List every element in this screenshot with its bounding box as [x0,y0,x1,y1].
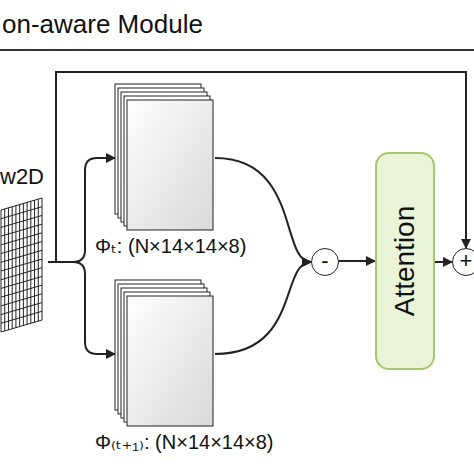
grid-lines [1,199,42,331]
layer-name: w2D [0,166,44,188]
attention-block: Attention [375,152,435,370]
connector [435,261,452,263]
frame-line [0,49,474,51]
operator-symbol: + [460,250,473,272]
feature-map-stack: Φ₍ₜ₊₁₎: (N×14×14×8) [115,280,215,428]
shape-label: Φₜ: (N×14×14×8) [95,234,246,258]
subtract-op: - [311,248,339,276]
conv-grid [1,198,42,332]
add-op: + [452,248,474,276]
connector [339,260,375,262]
feature-map [127,100,213,230]
feature-map-layers [115,84,215,232]
feature-map [127,296,213,426]
feature-map-stack: Φₜ: (N×14×14×8) [115,84,215,232]
conv-layer: w2D [0,166,48,334]
grid-line [1,311,42,323]
module-title: on-aware Module [2,9,203,40]
connector [215,262,311,354]
block-label: Attention [391,206,419,317]
grid-outline [1,198,42,332]
operator-symbol: - [321,250,328,272]
connector [48,262,115,354]
feature-map-layers [115,280,215,428]
shape-label: Φ₍ₜ₊₁₎: (N×14×14×8) [95,430,274,454]
